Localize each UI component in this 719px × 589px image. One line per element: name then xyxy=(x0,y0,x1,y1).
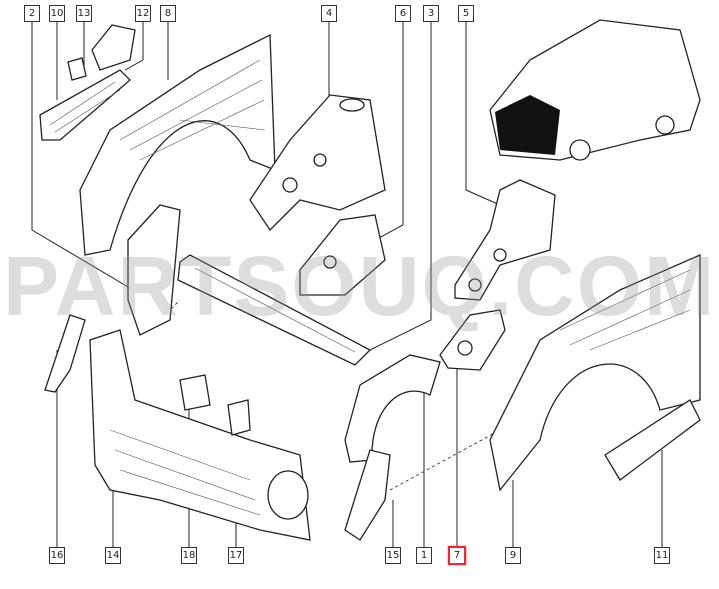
part-4-strut-tower xyxy=(249,94,386,232)
callout-16[interactable]: 16 xyxy=(49,547,65,564)
part-2-panel xyxy=(127,204,181,336)
callout-14[interactable]: 14 xyxy=(105,547,121,564)
part-16-bracket xyxy=(44,314,86,393)
callout-3[interactable]: 3 xyxy=(423,5,439,22)
callout-13[interactable]: 13 xyxy=(76,5,92,22)
callout-18[interactable]: 18 xyxy=(181,547,197,564)
part-7-bracket xyxy=(439,309,506,371)
callout-2[interactable]: 2 xyxy=(24,5,40,22)
part-1-arch-panel xyxy=(344,354,441,463)
part-13-bracket xyxy=(67,57,87,81)
callout-7-selected[interactable]: 7 xyxy=(448,546,466,565)
callout-12[interactable]: 12 xyxy=(135,5,151,22)
part-6-wheel-arch xyxy=(299,214,386,296)
part-11-rail xyxy=(604,399,701,481)
part-10-rail xyxy=(39,69,131,141)
callout-4[interactable]: 4 xyxy=(321,5,337,22)
part-12-bracket xyxy=(91,24,136,71)
callout-8[interactable]: 8 xyxy=(160,5,176,22)
callout-17[interactable]: 17 xyxy=(228,547,244,564)
part-17-bracket xyxy=(227,399,251,436)
part-14-front-panel xyxy=(89,329,311,541)
part-3-crossmember xyxy=(177,254,372,366)
callout-5[interactable]: 5 xyxy=(458,5,474,22)
callout-11[interactable]: 11 xyxy=(654,547,670,564)
callout-15[interactable]: 15 xyxy=(385,547,401,564)
part-18-bracket xyxy=(179,374,211,411)
callout-1[interactable]: 1 xyxy=(416,547,432,564)
part-5-strut-tower-rh xyxy=(454,179,556,301)
callout-6[interactable]: 6 xyxy=(395,5,411,22)
vehicle-overview xyxy=(489,19,701,161)
part-9-wing-rh xyxy=(489,254,701,492)
callout-9[interactable]: 9 xyxy=(505,547,521,564)
callout-10[interactable]: 10 xyxy=(49,5,65,22)
part-8-wing-inner xyxy=(79,33,276,256)
part-15-bracket xyxy=(344,449,391,541)
